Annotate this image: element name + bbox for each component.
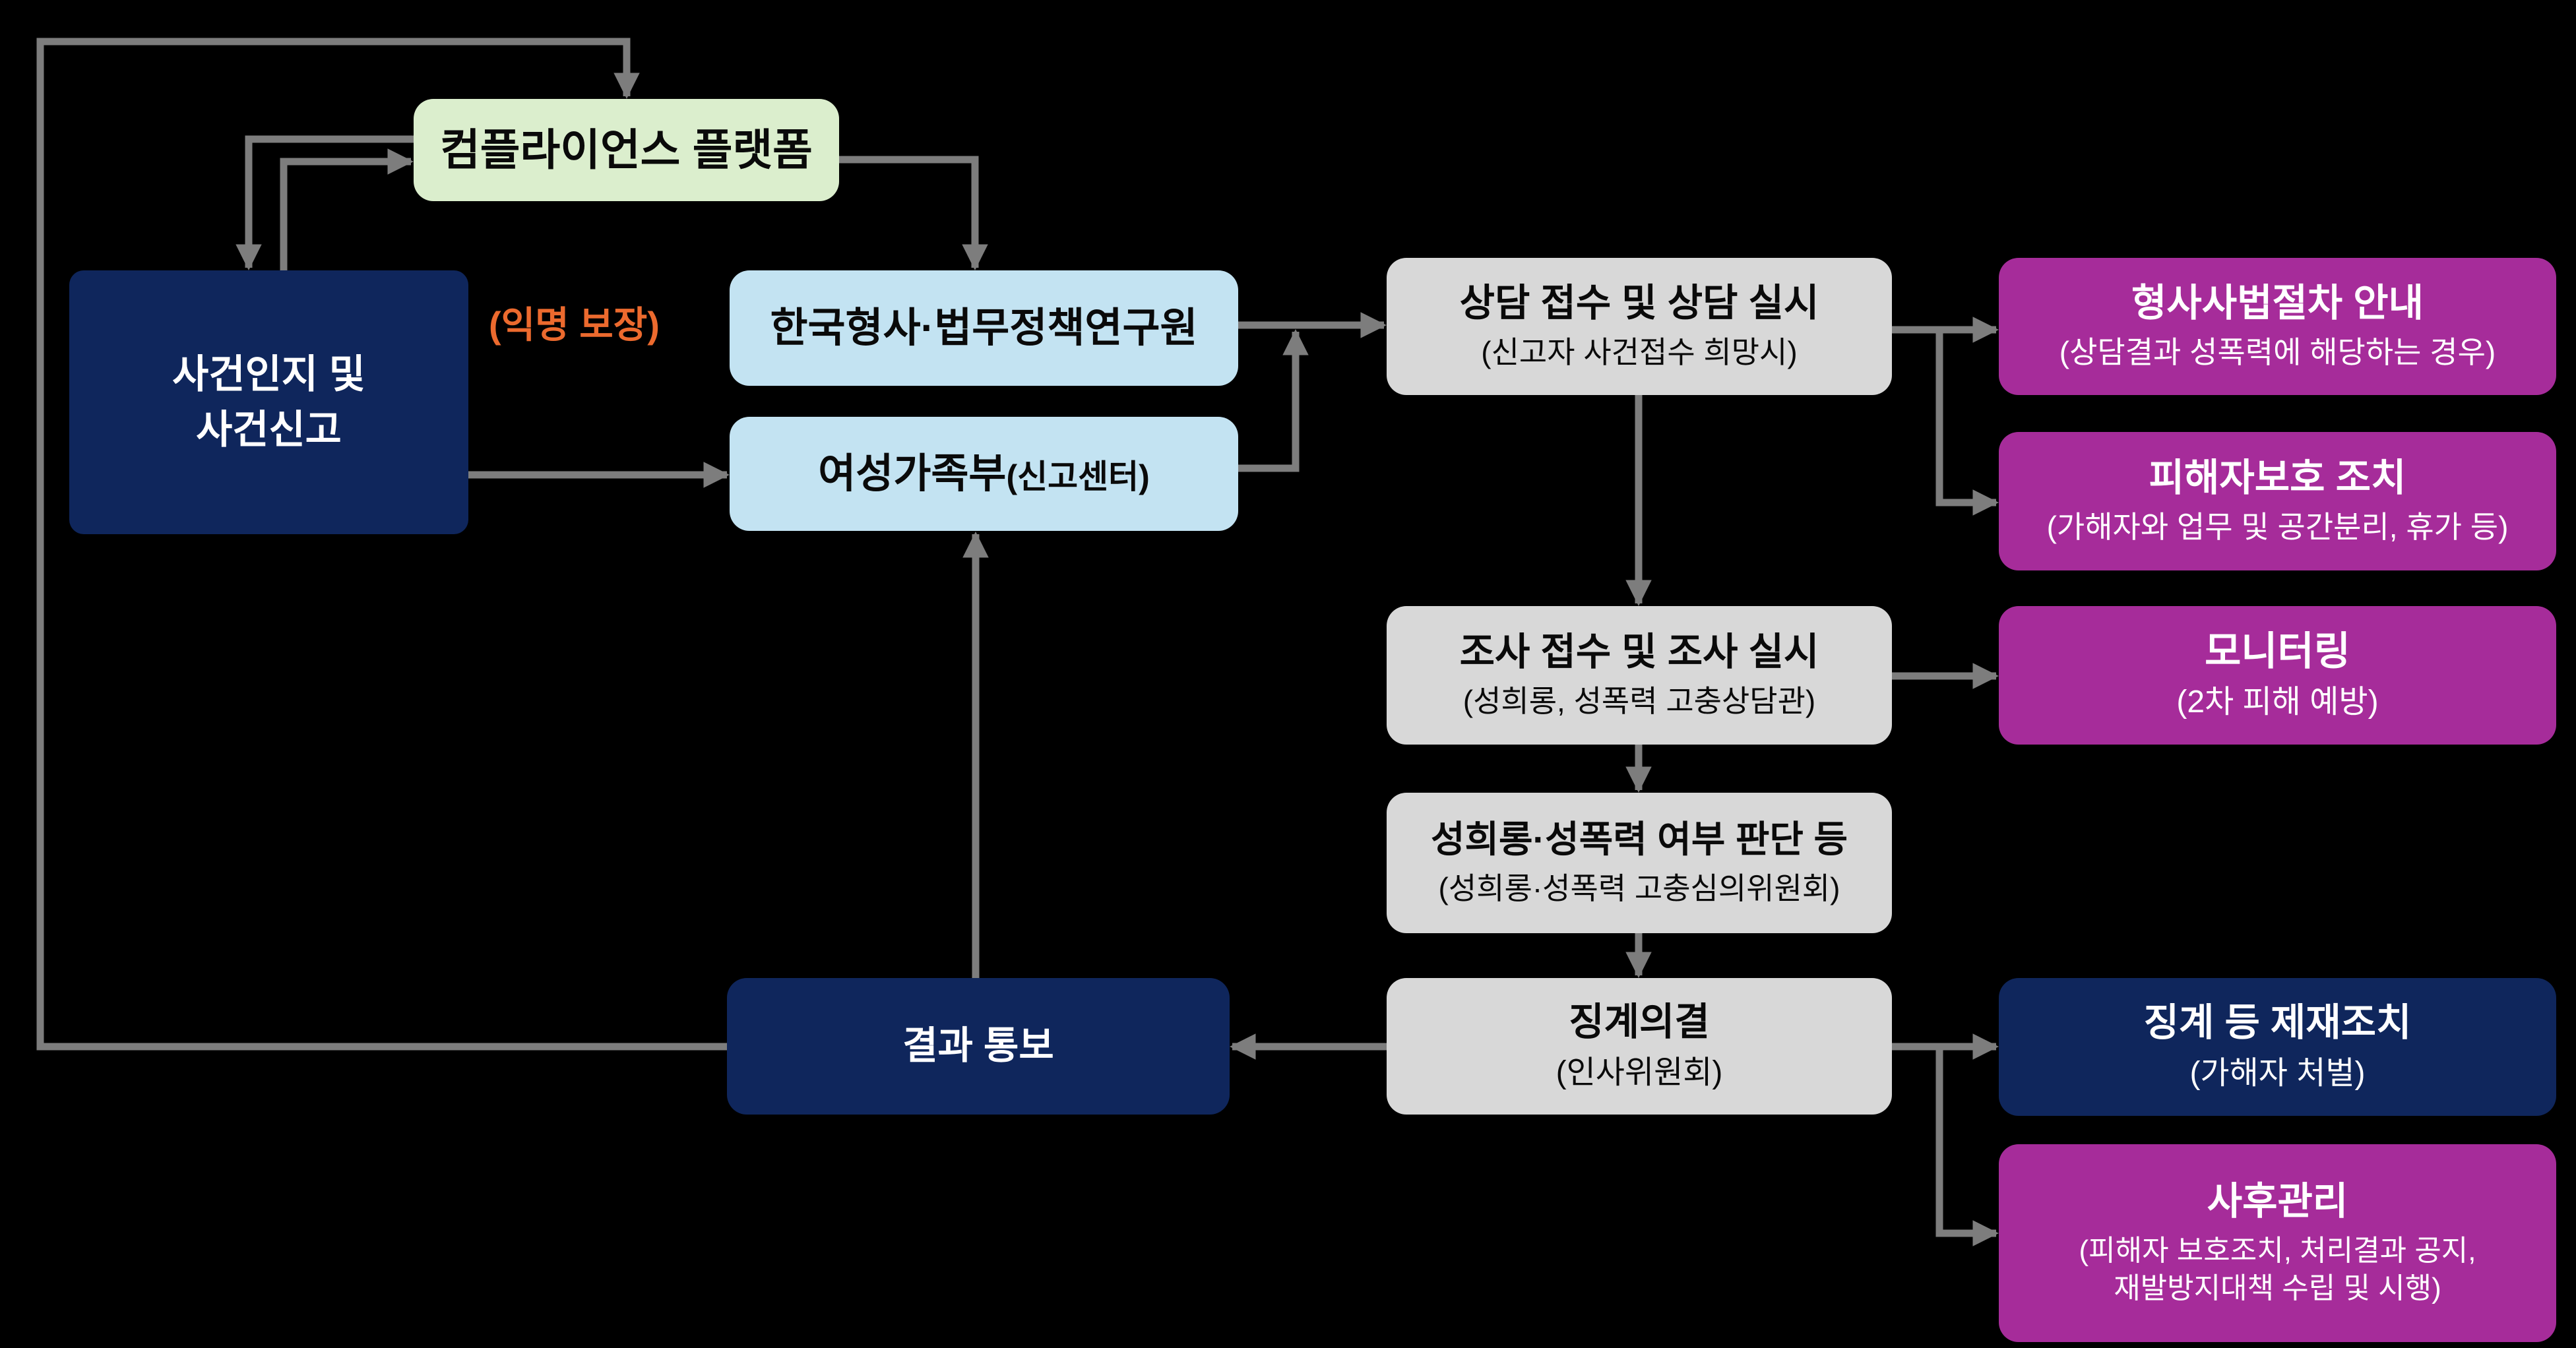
node-aftercare: 사후관리 (피해자 보호조치, 처리결과 공지, 재발방지대책 수립 및 시행) <box>1999 1144 2556 1342</box>
node-judgement-sublabel: (성희롱·성폭력 고충심의위원회) <box>1438 871 1840 905</box>
node-victim-protection-sublabel: (가해자와 업무 및 공간분리, 휴가 등) <box>2046 510 2509 545</box>
node-sanction-sublabel: (가해자 처벌) <box>2189 1055 2366 1091</box>
node-disciplinary-label: 징계의결 <box>1569 1000 1710 1043</box>
edge-compliance-platform-to-kicj <box>839 156 988 270</box>
node-kicj-label: 한국형사·법무정책연구원 <box>770 305 1198 351</box>
node-monitoring: 모니터링 (2차 피해 예방) <box>1999 606 2556 745</box>
node-counseling: 상담 접수 및 상담 실시 (신고자 사건접수 희망시) <box>1387 258 1892 395</box>
node-compliance-platform: 컴플라이언스 플랫폼 <box>414 99 839 201</box>
node-disciplinary-sublabel: (인사위원회) <box>1555 1055 1723 1090</box>
node-monitoring-sublabel: (2차 피해 예방) <box>2176 685 2379 720</box>
node-result-notice: 결과 통보 <box>727 978 1230 1115</box>
node-counseling-label: 상담 접수 및 상담 실시 <box>1459 281 1819 324</box>
node-monitoring-label: 모니터링 <box>2205 629 2350 674</box>
edge-counseling-to-victim-protection <box>1935 330 1999 516</box>
node-criminal-procedure-sublabel: (상담결과 성폭력에 해당하는 경우) <box>2059 335 2496 370</box>
node-incident-report-label: 사건인지 및 사건신고 <box>172 352 365 452</box>
node-sanction-label: 징계 등 제재조치 <box>2143 1000 2412 1044</box>
node-aftercare-sublabel: (피해자 보호조치, 처리결과 공지, 재발방지대책 수립 및 시행) <box>2079 1235 2476 1305</box>
node-result-notice-label: 결과 통보 <box>902 1024 1054 1068</box>
anonymity-annotation: (익명 보장) <box>489 304 660 346</box>
node-victim-protection: 피해자보호 조치 (가해자와 업무 및 공간분리, 휴가 등) <box>1999 432 2556 570</box>
node-disciplinary: 징계의결 (인사위원회) <box>1387 978 1892 1115</box>
edge-incident-report-to-compliance-platform <box>280 148 414 270</box>
node-investigation-sublabel: (성희롱, 성폭력 고충상담관) <box>1462 684 1816 719</box>
node-incident-report: 사건인지 및 사건신고 <box>69 270 468 534</box>
node-sanction: 징계 등 제재조치 (가해자 처벌) <box>1999 978 2556 1116</box>
node-criminal-procedure: 형사사법절차 안내 (상담결과 성폭력에 해당하는 경우) <box>1999 258 2556 395</box>
node-mogef: 여성가족부(신고센터) <box>730 417 1238 531</box>
node-compliance-platform-label: 컴플라이언스 플랫폼 <box>440 125 813 175</box>
node-mogef-suffix: (신고센터) <box>1006 458 1150 495</box>
edge-disciplinary-to-aftercare <box>1935 1047 1999 1246</box>
node-aftercare-label: 사후관리 <box>2207 1180 2348 1223</box>
edge-mogef-to-counseling <box>1238 329 1309 472</box>
node-kicj: 한국형사·법무정책연구원 <box>730 270 1238 386</box>
node-investigation: 조사 접수 및 조사 실시 (성희롱, 성폭력 고충상담관) <box>1387 606 1892 745</box>
node-judgement: 성희롱·성폭력 여부 판단 등 (성희롱·성폭력 고충심의위원회) <box>1387 793 1892 933</box>
edge-compliance-platform-to-incident-report <box>236 135 414 270</box>
node-investigation-label: 조사 접수 및 조사 실시 <box>1459 630 1819 673</box>
edge-result-notice-to-compliance-platform <box>36 38 727 1051</box>
node-counseling-sublabel: (신고자 사건접수 희망시) <box>1481 335 1798 370</box>
node-victim-protection-label: 피해자보호 조치 <box>2149 456 2406 499</box>
node-criminal-procedure-label: 형사사법절차 안내 <box>2131 281 2424 324</box>
node-mogef-label: 여성가족부 <box>818 450 1007 497</box>
node-judgement-label: 성희롱·성폭력 여부 판단 등 <box>1430 818 1848 861</box>
